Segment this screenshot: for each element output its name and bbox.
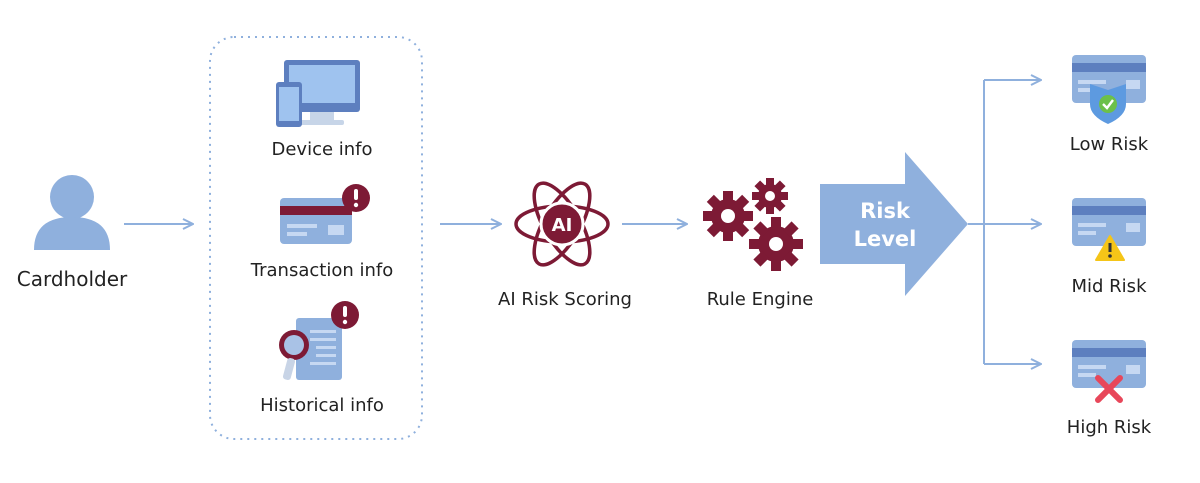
ai-atom-icon bbox=[514, 181, 610, 267]
ai-badge-text: AI bbox=[552, 215, 573, 236]
rule-engine-label: Rule Engine bbox=[706, 289, 814, 310]
risk-level-arrow bbox=[820, 152, 968, 296]
low-risk-label: Low Risk bbox=[1069, 134, 1149, 155]
card-x-icon bbox=[1072, 340, 1146, 403]
ai-risk-scoring-label: AI Risk Scoring bbox=[498, 289, 632, 310]
risk-level-line1: Risk bbox=[860, 199, 910, 223]
gears-icon bbox=[703, 178, 803, 271]
branch-connectors bbox=[968, 80, 1040, 364]
risk-level-line2: Level bbox=[853, 227, 917, 251]
card-warning-icon bbox=[1072, 198, 1146, 261]
person-icon bbox=[34, 175, 110, 250]
document-search-alert-icon bbox=[279, 301, 359, 380]
historical-info-label: Historical info bbox=[260, 395, 384, 416]
device-info-label: Device info bbox=[271, 139, 373, 160]
transaction-info-label: Transaction info bbox=[250, 260, 394, 281]
credit-card-alert-icon bbox=[280, 184, 370, 244]
card-shield-check-icon bbox=[1072, 55, 1146, 124]
inputs-group-border bbox=[209, 36, 423, 440]
mid-risk-label: Mid Risk bbox=[1071, 276, 1147, 297]
cardholder-label: Cardholder bbox=[16, 267, 128, 291]
high-risk-label: High Risk bbox=[1066, 417, 1152, 438]
devices-icon bbox=[276, 60, 360, 127]
